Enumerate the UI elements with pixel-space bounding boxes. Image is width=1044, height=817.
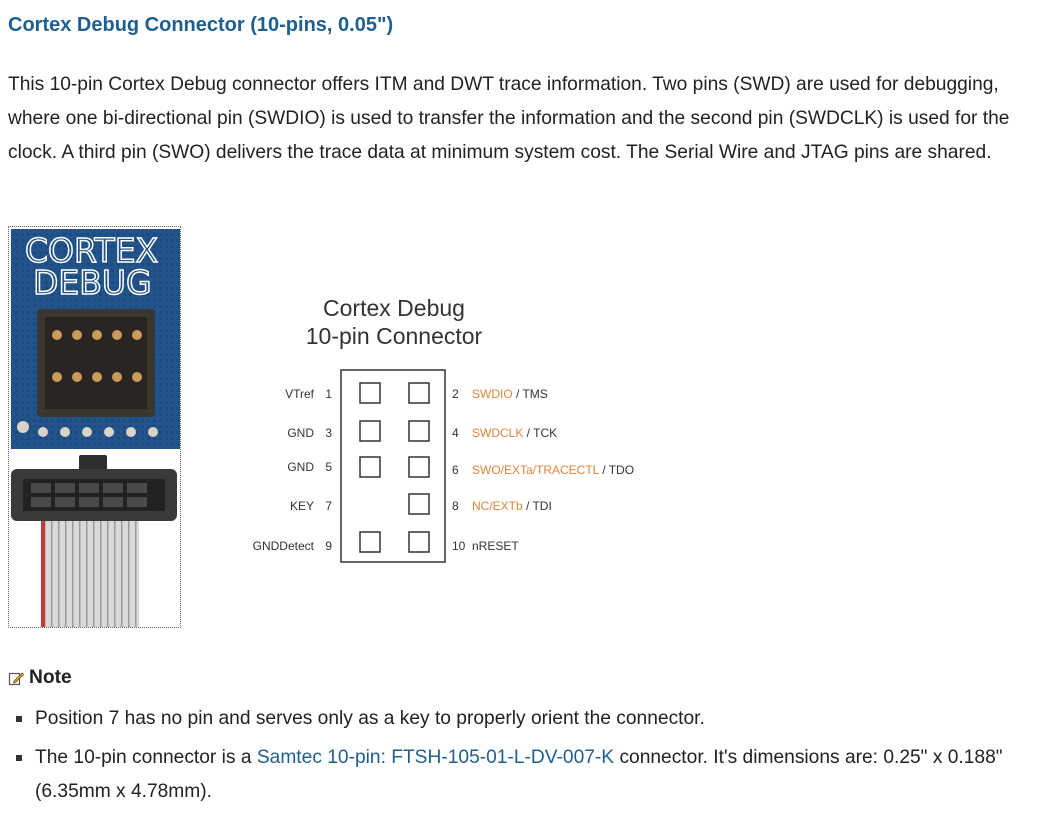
right-pin-num: 8	[452, 499, 459, 513]
section-heading: Cortex Debug Connector (10-pins, 0.05")	[8, 14, 394, 36]
list-item: The 10-pin connector is a Samtec 10-pin:…	[14, 741, 1034, 809]
right-pin-swd: NC/EXTb	[472, 499, 523, 513]
right-pin-jtag: / TCK	[523, 426, 557, 440]
board-silkscreen-debug: DEBUG	[33, 263, 152, 302]
connector-outline	[340, 369, 446, 563]
connector-photo: CORTEX DEBUG	[8, 226, 181, 628]
pin-2-square	[408, 382, 430, 404]
left-pin-name: GND	[287, 460, 314, 474]
note-item-text-before: The 10-pin connector is a	[35, 747, 257, 768]
right-pin-jtag: / TMS	[513, 387, 548, 401]
note-item-text-after: connector. It's dimensions are: 0.25" x …	[35, 747, 1003, 802]
left-pin-num: 1	[325, 387, 332, 401]
left-pin-name: GNDDetect	[253, 539, 315, 553]
pin-10-square	[408, 531, 430, 553]
svg-text:SWDCLK / TCK: SWDCLK / TCK	[472, 426, 557, 440]
left-pin-name: KEY	[290, 499, 314, 513]
left-pin-name: VTref	[285, 387, 315, 401]
right-pin-jtag: / TDO	[599, 463, 634, 477]
right-pin-num: 4	[452, 426, 459, 440]
svg-text:SWO/EXTa/TRACECTL / TDO: SWO/EXTa/TRACECTL / TDO	[472, 463, 634, 477]
intro-paragraph: This 10-pin Cortex Debug connector offer…	[8, 74, 1010, 163]
pin-6-square	[408, 456, 430, 478]
pin-8-square	[408, 493, 430, 515]
right-pin-jtag: nRESET	[472, 539, 519, 553]
samtec-connector-link[interactable]: Samtec 10-pin: FTSH-105-01-L-DV-007-K	[256, 747, 615, 768]
left-pin-num: 9	[325, 539, 332, 553]
pin-5-square	[359, 456, 381, 478]
note-title: Note	[29, 667, 72, 688]
right-pin-swd: SWO/EXTa/TRACECTL	[472, 463, 600, 477]
left-pin-name: GND	[287, 426, 314, 440]
pinout-diagram: Cortex Debug 10-pin Connector VTref 1 GN…	[253, 295, 634, 563]
left-pin-num: 3	[325, 426, 332, 440]
edit-note-icon	[8, 670, 25, 686]
pin-1-square	[359, 382, 381, 404]
note-item-text: Position 7 has no pin and serves only as…	[35, 708, 705, 729]
svg-text:SWDIO / TMS: SWDIO / TMS	[472, 387, 548, 401]
right-pin-swd: SWDCLK	[472, 426, 523, 440]
note-heading: Note	[8, 667, 72, 689]
right-pin-swd: SWDIO	[472, 387, 513, 401]
diagram-title-line1: Cortex Debug	[323, 295, 465, 321]
svg-text:NC/EXTb / TDI: NC/EXTb / TDI	[472, 499, 552, 513]
right-pin-num: 2	[452, 387, 459, 401]
pin-9-square	[359, 531, 381, 553]
list-item: Position 7 has no pin and serves only as…	[14, 702, 1034, 736]
pin-4-square	[408, 420, 430, 442]
right-pin-jtag: / TDI	[523, 499, 552, 513]
left-pin-num: 7	[325, 499, 332, 513]
diagram-title-line2: 10-pin Connector	[306, 323, 483, 349]
right-pin-num: 6	[452, 463, 459, 477]
right-pin-num: 10	[452, 539, 466, 553]
board-silkscreen-cortex: CORTEX	[25, 231, 158, 270]
left-pin-num: 5	[325, 460, 332, 474]
pin-3-square	[359, 420, 381, 442]
note-list: Position 7 has no pin and serves only as…	[14, 702, 1034, 814]
